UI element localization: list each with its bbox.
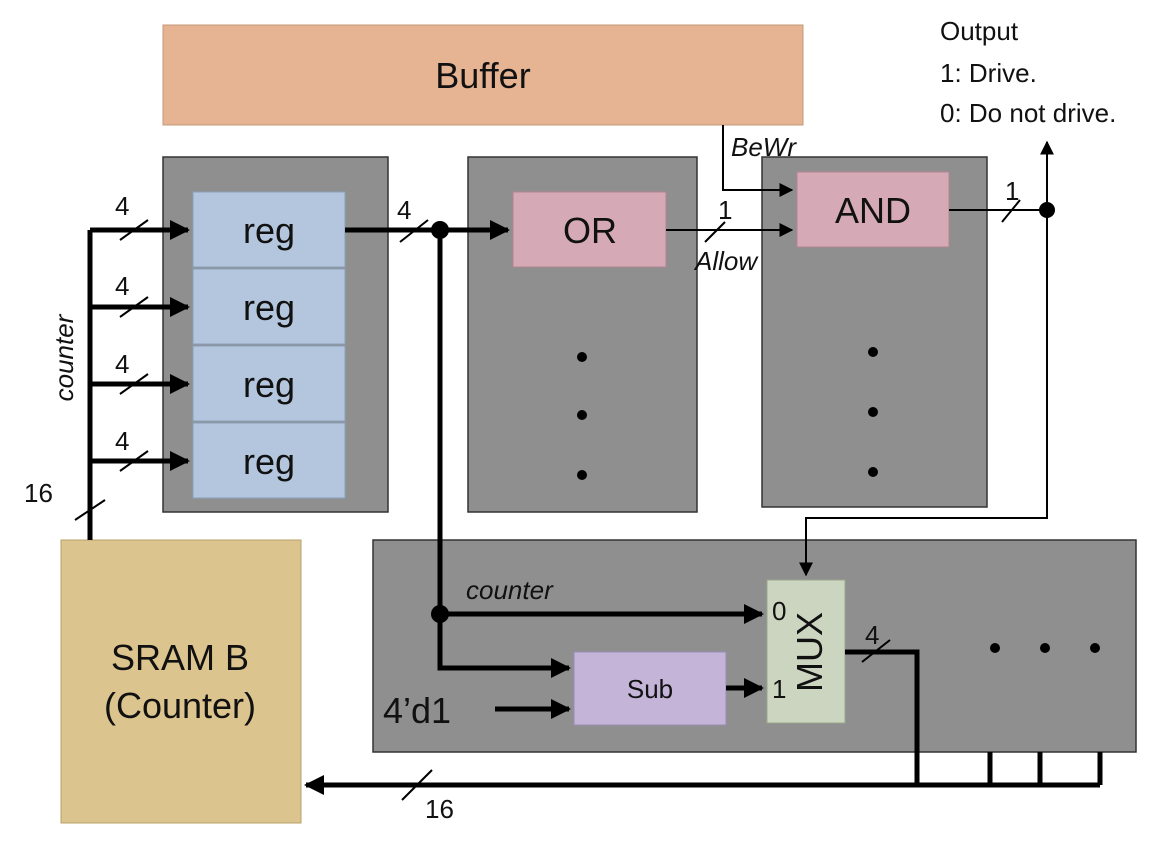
and-panel-ellipsis [868, 347, 878, 477]
or-gate-label: OR [563, 210, 617, 251]
mux-panel [372, 539, 1137, 753]
buffer-label: Buffer [435, 55, 530, 96]
feedback-width: 16 [425, 794, 454, 824]
and-output-width: 1 [1005, 176, 1019, 206]
or-gate-block [512, 191, 667, 268]
output-note-drive: 1: Drive. [940, 58, 1037, 88]
and-gate-label: AND [835, 190, 911, 231]
or-panel-ellipsis [577, 352, 587, 480]
sram-b-label-line2: (Counter) [104, 685, 256, 726]
sram-output-width: 16 [24, 478, 53, 508]
sram-b-block [60, 539, 302, 824]
reg-block-4 [192, 422, 346, 499]
and-gate-block [796, 171, 950, 248]
const-one-label: 4’d1 [383, 690, 451, 731]
reg-input-width-1: 4 [115, 191, 129, 221]
mux-panel-ellipsis [990, 643, 1100, 653]
allow-label: Allow [693, 246, 759, 276]
reg-input-width-4: 4 [115, 426, 129, 456]
reg-block-3 [192, 345, 346, 422]
reg-label-1: reg [243, 210, 295, 251]
or-output-width: 1 [718, 195, 732, 225]
sub-block [573, 651, 727, 726]
sram-to-reg-bus [74, 219, 190, 540]
and-output-wire [799, 140, 1055, 577]
output-note-title: Output [940, 16, 1019, 46]
reg-block-1 [192, 191, 346, 268]
reg-input-width-2: 4 [115, 271, 129, 301]
reg-input-width-3: 4 [115, 349, 129, 379]
reg-block-2 [192, 268, 346, 345]
output-note-no-drive: 0: Do not drive. [940, 98, 1116, 128]
feedback-bus [304, 639, 1103, 801]
reg-label-3: reg [243, 364, 295, 405]
reg-output-bus [345, 219, 764, 678]
mux-input-1-label: 1 [772, 674, 786, 704]
mux-block [766, 579, 846, 724]
sram-b-label-line1: SRAM B [111, 637, 249, 678]
mux-input-0-label: 0 [772, 596, 786, 626]
bewr-wire [722, 125, 794, 197]
reg-output-width: 4 [397, 195, 411, 225]
mux-output-width: 4 [865, 620, 879, 650]
sub-label: Sub [627, 674, 673, 704]
mux-label: MUX [789, 612, 830, 692]
counter-mux-label: counter [466, 575, 554, 605]
bewr-label: BeWr [731, 132, 797, 162]
buffer-block [162, 24, 804, 126]
allow-wire [666, 221, 794, 243]
counter-vertical-label: counter [49, 313, 79, 401]
reg-label-2: reg [243, 287, 295, 328]
reg-label-4: reg [243, 441, 295, 482]
